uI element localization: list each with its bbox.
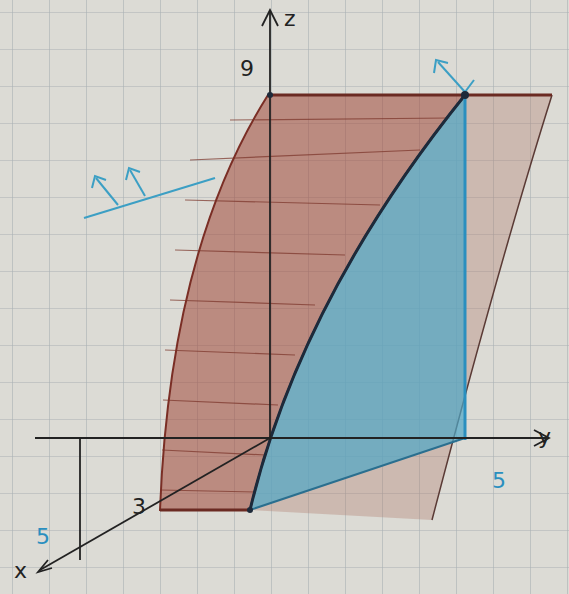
top-edge xyxy=(268,94,552,97)
dimension-label: 5 xyxy=(492,470,506,492)
corner-dot xyxy=(267,92,273,98)
corner-dot xyxy=(461,91,469,99)
axis-label: x xyxy=(14,560,27,582)
corner-dot xyxy=(247,507,253,513)
axis-label: y xyxy=(538,426,551,448)
blue-edge xyxy=(464,95,467,440)
brown-surface xyxy=(160,95,465,510)
dimension-label: 9 xyxy=(240,58,254,80)
intersection-curve xyxy=(250,95,465,510)
normal-arrows xyxy=(84,60,474,218)
axes xyxy=(35,10,549,572)
bottom-edge xyxy=(160,509,250,512)
dimension-label: 3 xyxy=(132,496,146,518)
blue-region xyxy=(250,95,465,510)
dimension-label: 5 xyxy=(36,526,50,548)
axis-label: z xyxy=(284,8,296,30)
